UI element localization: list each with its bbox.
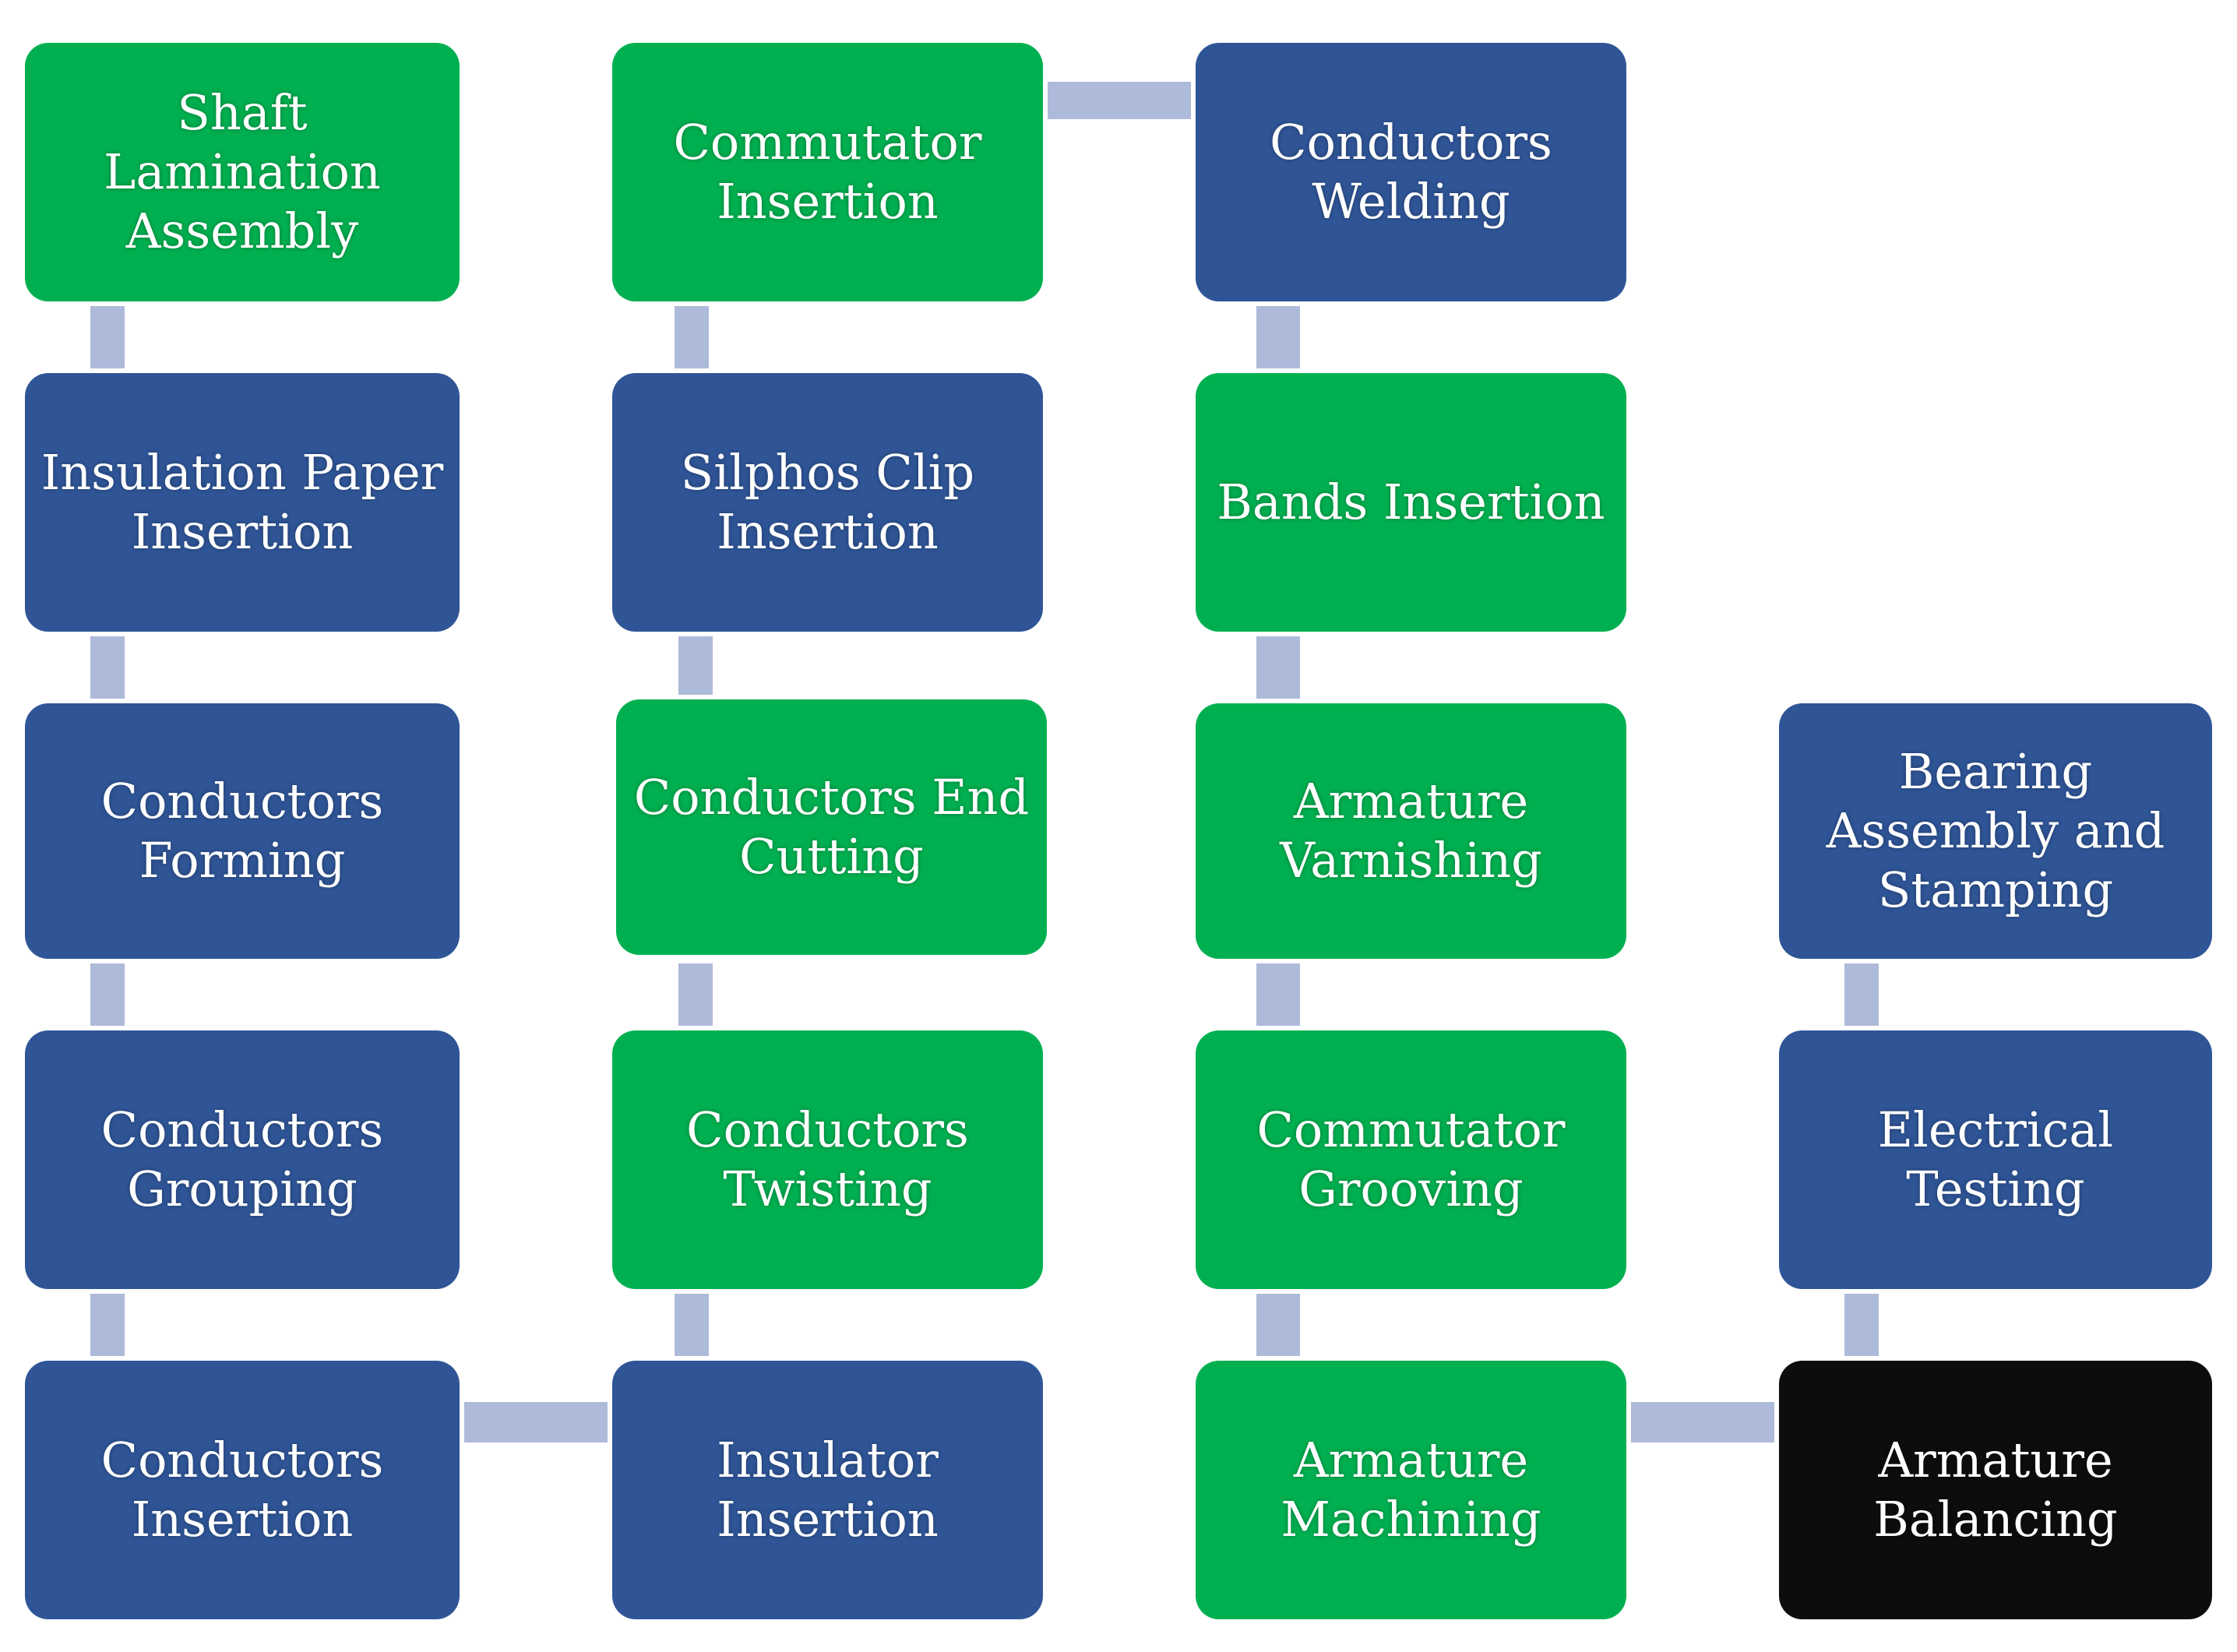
node-label: Electrical Testing — [1877, 1101, 2114, 1217]
connector-c3-r2-r3 — [1256, 636, 1300, 699]
node-label: Bearing Assembly and Stamping — [1826, 743, 2165, 918]
connector-c1-c2-bottom — [464, 1402, 608, 1442]
node-conductors-insertion: Conductors Insertion — [25, 1361, 460, 1619]
connector-c3-r1-r2 — [1256, 306, 1300, 368]
node-armature-balancing: Armature Balancing — [1779, 1361, 2212, 1619]
node-label: Conductors Twisting — [686, 1101, 969, 1217]
node-armature-varnishing: Armature Varnishing — [1196, 703, 1626, 959]
connector-c2-r2-r1 — [675, 306, 709, 368]
connector-c3-r4-r5 — [1256, 1294, 1300, 1356]
node-label: Conductors End Cutting — [633, 769, 1030, 885]
node-label: Commutator Insertion — [673, 114, 982, 230]
node-armature-machining: Armature Machining — [1196, 1361, 1626, 1619]
node-label: Armature Balancing — [1873, 1432, 2118, 1548]
node-silphos-clip-insertion: Silphos Clip Insertion — [612, 373, 1043, 632]
connector-c3-r3-r4 — [1256, 963, 1300, 1026]
node-label: Conductors Insertion — [100, 1432, 384, 1548]
connector-c2-r3-r2 — [678, 636, 713, 695]
node-conductors-welding: Conductors Welding — [1196, 43, 1626, 301]
node-commutator-grooving: Commutator Grooving — [1196, 1030, 1626, 1289]
node-bands-insertion: Bands Insertion — [1196, 373, 1626, 632]
node-label: Silphos Clip Insertion — [680, 444, 975, 560]
connector-c3-c4-bottom — [1631, 1402, 1774, 1442]
connector-c1-r4-r5 — [90, 1294, 125, 1356]
connector-c1-r2-r3 — [90, 636, 125, 699]
node-conductors-grouping: Conductors Grouping — [25, 1030, 460, 1289]
connector-c2-r4-r3 — [678, 963, 713, 1026]
node-label: Insulator Insertion — [717, 1432, 939, 1548]
node-label: Conductors Welding — [1270, 114, 1552, 230]
node-commutator-insertion: Commutator Insertion — [612, 43, 1043, 301]
node-electrical-testing: Electrical Testing — [1779, 1030, 2212, 1289]
node-label: Shaft Lamination Assembly — [104, 84, 381, 259]
node-conductors-end-cutting: Conductors End Cutting — [616, 699, 1047, 955]
node-label: Commutator Grooving — [1256, 1101, 1566, 1217]
node-conductors-forming: Conductors Forming — [25, 703, 460, 959]
node-conductors-twisting: Conductors Twisting — [612, 1030, 1043, 1289]
node-bearing-assembly-and-stamping: Bearing Assembly and Stamping — [1779, 703, 2212, 959]
node-label: Conductors Forming — [100, 773, 384, 889]
node-label: Armature Varnishing — [1280, 773, 1542, 889]
node-insulator-insertion: Insulator Insertion — [612, 1361, 1043, 1619]
connector-c4-r5-r4 — [1844, 1294, 1879, 1356]
connector-c4-r4-r3 — [1844, 963, 1879, 1026]
node-label: Bands Insertion — [1217, 474, 1605, 530]
connector-c1-r1-r2 — [90, 306, 125, 368]
node-shaft-lamination-assembly: Shaft Lamination Assembly — [25, 43, 460, 301]
connector-c2-c3-top — [1048, 82, 1191, 119]
connector-c2-r5-r4 — [675, 1294, 709, 1356]
node-label: Insulation Paper Insertion — [41, 444, 444, 560]
node-label: Armature Machining — [1281, 1432, 1541, 1548]
node-insulation-paper-insertion: Insulation Paper Insertion — [25, 373, 460, 632]
node-label: Conductors Grouping — [100, 1101, 384, 1217]
connector-c1-r3-r4 — [90, 963, 125, 1026]
